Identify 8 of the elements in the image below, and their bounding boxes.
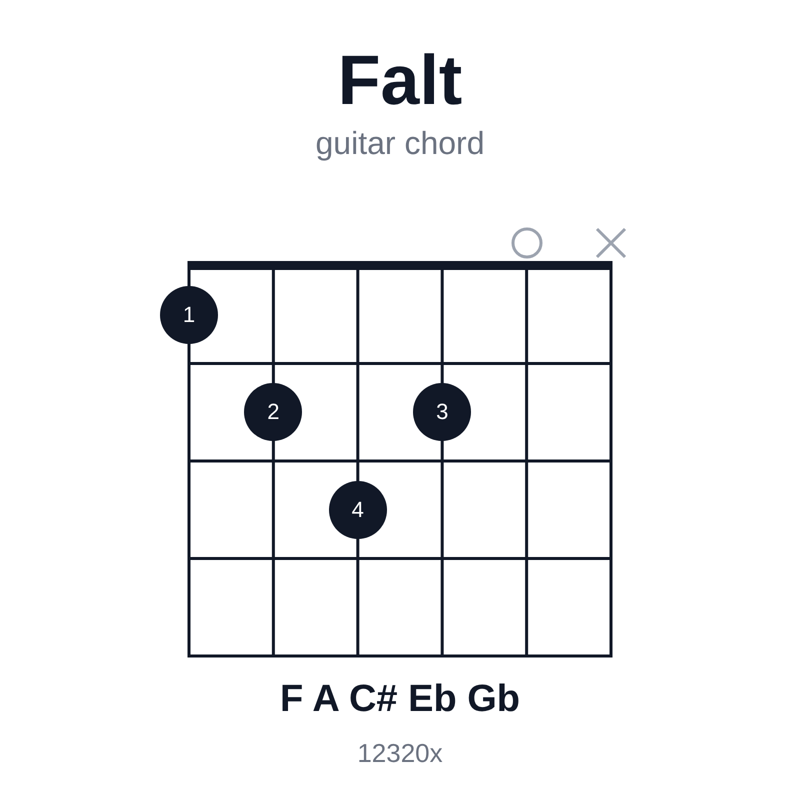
finger-dot: 3: [413, 383, 472, 442]
subtitle: guitar chord: [314, 125, 486, 162]
note-names: F A C# Eb Gb: [279, 678, 521, 721]
finger-dot: 2: [244, 383, 302, 442]
chord-title: Falt: [336, 40, 464, 120]
finger-dot: 1: [160, 286, 218, 344]
finger-dot: 4: [328, 480, 387, 539]
fingering-code: 12320x: [356, 738, 444, 769]
